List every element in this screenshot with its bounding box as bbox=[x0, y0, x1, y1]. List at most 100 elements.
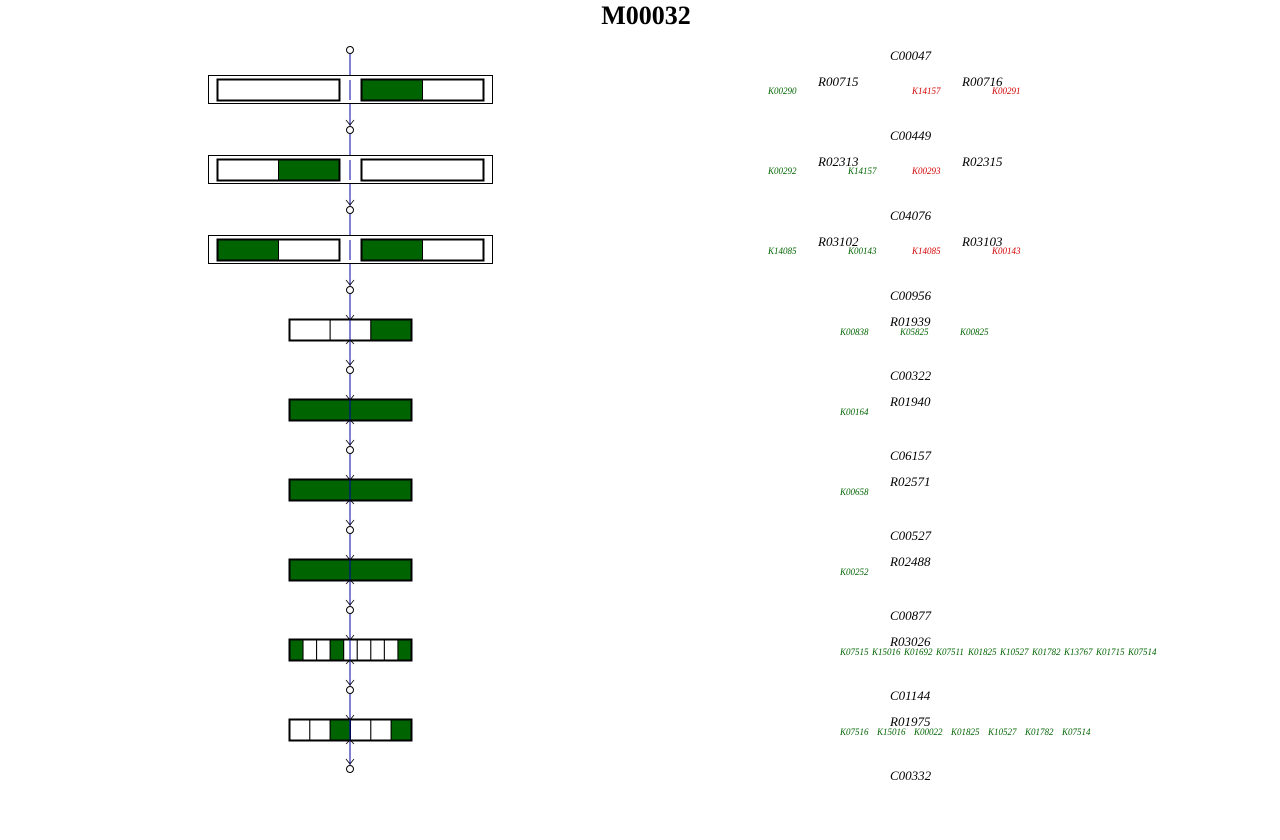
arrow-head-icon bbox=[345, 199, 355, 206]
compound-label: C01144 bbox=[890, 688, 931, 703]
compound-node-icon bbox=[346, 765, 354, 773]
ko-cell bbox=[309, 719, 331, 741]
compound-node-icon bbox=[346, 606, 354, 614]
ko-cell bbox=[361, 79, 423, 101]
ko-label: K00164 bbox=[840, 407, 869, 417]
compound-node-icon bbox=[346, 46, 354, 54]
compound-label: C06157 bbox=[890, 448, 932, 463]
reaction-label: R02571 bbox=[890, 474, 931, 489]
ko-cell bbox=[390, 719, 412, 741]
ko-cell bbox=[422, 239, 484, 261]
reaction-label: R01975 bbox=[890, 714, 931, 729]
ko-label: K07514 bbox=[1062, 727, 1091, 737]
ko-label: K05825 bbox=[900, 327, 929, 337]
compound-label: C00047 bbox=[890, 48, 932, 63]
compound-node-icon bbox=[346, 446, 354, 454]
ko-cell bbox=[289, 319, 331, 341]
reaction-box bbox=[288, 638, 413, 662]
ko-label: K07516 bbox=[840, 727, 869, 737]
ko-label: K13767 bbox=[1064, 647, 1093, 657]
reaction-box bbox=[360, 158, 485, 182]
ko-cell bbox=[350, 719, 372, 741]
ko-label: K01692 bbox=[904, 647, 933, 657]
ko-label: K14085 bbox=[912, 246, 941, 256]
ko-label: K00143 bbox=[992, 246, 1021, 256]
ko-label: K00292 bbox=[768, 166, 797, 176]
ko-label: K00143 bbox=[848, 246, 877, 256]
ko-label: K00293 bbox=[912, 166, 941, 176]
reaction-label: R00716 bbox=[962, 74, 1003, 89]
ko-cell bbox=[217, 239, 279, 261]
ko-label: K00290 bbox=[768, 86, 797, 96]
ko-cell bbox=[356, 639, 372, 661]
ko-cell bbox=[289, 639, 304, 661]
reaction-box bbox=[216, 78, 341, 102]
ko-cell bbox=[302, 639, 318, 661]
ko-label: K14085 bbox=[768, 246, 797, 256]
ko-label: K00022 bbox=[914, 727, 943, 737]
reaction-box bbox=[288, 398, 413, 422]
reaction-label: R02315 bbox=[962, 154, 1003, 169]
reaction-box bbox=[360, 238, 485, 262]
compound-label: C04076 bbox=[890, 208, 932, 223]
ko-cell bbox=[329, 719, 351, 741]
ko-label: K14157 bbox=[848, 166, 877, 176]
reaction-box bbox=[288, 318, 413, 342]
compound-label: C00449 bbox=[890, 128, 932, 143]
ko-label: K14157 bbox=[912, 86, 941, 96]
reaction-box bbox=[288, 478, 413, 502]
ko-label: K07515 bbox=[840, 647, 869, 657]
ko-label: K00838 bbox=[840, 327, 869, 337]
compound-label: C00322 bbox=[890, 368, 932, 383]
ko-label: K10527 bbox=[1000, 647, 1029, 657]
ko-label: K00291 bbox=[992, 86, 1021, 96]
compound-node-icon bbox=[346, 686, 354, 694]
ko-cell bbox=[370, 319, 413, 341]
compound-node-icon bbox=[346, 126, 354, 134]
arrow-head-icon bbox=[345, 439, 355, 446]
ko-cell bbox=[289, 719, 311, 741]
ko-cell bbox=[370, 719, 392, 741]
arrow-head-icon bbox=[345, 758, 355, 765]
reaction-box bbox=[216, 238, 341, 262]
ko-label: K15016 bbox=[877, 727, 906, 737]
ko-cell bbox=[217, 159, 279, 181]
ko-cell bbox=[316, 639, 331, 661]
reaction-box bbox=[216, 158, 341, 182]
ko-label: K01825 bbox=[951, 727, 980, 737]
ko-label: K07511 bbox=[936, 647, 964, 657]
compound-label: C00956 bbox=[890, 288, 932, 303]
ko-label: K01782 bbox=[1032, 647, 1061, 657]
reaction-label: R02488 bbox=[890, 554, 931, 569]
ko-cell bbox=[422, 79, 484, 101]
ko-cell bbox=[361, 239, 423, 261]
reaction-label: R01939 bbox=[890, 314, 931, 329]
compound-node-icon bbox=[346, 526, 354, 534]
arrow-head-icon bbox=[345, 599, 355, 606]
ko-label: K07514 bbox=[1128, 647, 1157, 657]
ko-cell bbox=[370, 639, 385, 661]
ko-cell bbox=[397, 639, 413, 661]
reaction-label: R03102 bbox=[818, 234, 859, 249]
arrow-head-icon bbox=[345, 359, 355, 366]
reaction-box bbox=[288, 558, 413, 582]
reaction-label: R03026 bbox=[890, 634, 931, 649]
ko-cell bbox=[217, 79, 340, 101]
ko-label: K10527 bbox=[988, 727, 1017, 737]
ko-label: K01782 bbox=[1025, 727, 1054, 737]
arrow-head-icon bbox=[345, 279, 355, 286]
reaction-label: R01940 bbox=[890, 394, 931, 409]
arrow-head-icon bbox=[345, 519, 355, 526]
ko-cell bbox=[361, 159, 484, 181]
arrow-head-icon bbox=[345, 679, 355, 686]
reaction-box bbox=[288, 718, 413, 742]
ko-label: K00658 bbox=[840, 487, 869, 497]
compound-label: C00527 bbox=[890, 528, 932, 543]
ko-cell bbox=[278, 159, 340, 181]
compound-node-icon bbox=[346, 286, 354, 294]
compound-node-icon bbox=[346, 206, 354, 214]
ko-label: K01825 bbox=[968, 647, 997, 657]
reaction-box bbox=[360, 78, 485, 102]
ko-cell bbox=[329, 639, 345, 661]
